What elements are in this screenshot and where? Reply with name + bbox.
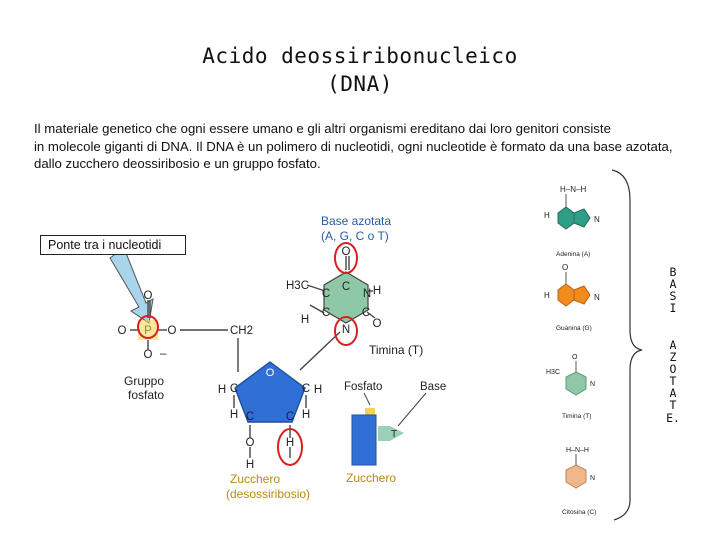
phosphate-label-2: fosfato: [128, 388, 164, 402]
svg-text:N: N: [342, 324, 350, 336]
svg-text:O: O: [373, 318, 382, 330]
svg-text:O: O: [118, 325, 127, 337]
side-letter: A: [669, 338, 677, 352]
phosphate-group: [138, 320, 158, 340]
side-letter: B: [669, 265, 677, 279]
h3c-label: H3C: [286, 280, 309, 292]
sugar-label-2: (desossiribosio): [226, 487, 310, 501]
svg-text:O: O: [266, 367, 275, 379]
sugar-label-1: Zucchero: [230, 472, 280, 486]
svg-text:C: C: [246, 411, 254, 423]
side-letter: A: [669, 277, 677, 292]
guanine-structure: H N O Guanina (G): [544, 263, 600, 332]
cytosine-structure: H–N–H N Citosina (C): [562, 447, 596, 516]
svg-text:H: H: [218, 384, 226, 396]
side-letter: T: [669, 398, 677, 413]
curly-brace-icon: [611, 169, 643, 521]
base-label-2: (A, G, C o T): [321, 229, 389, 243]
intro-line-3: dallo zucchero deossiribosio e un gruppo…: [34, 156, 321, 171]
side-letter: Z: [669, 350, 677, 365]
guanine-label: Guanina (G): [556, 325, 592, 332]
svg-text:N: N: [590, 475, 595, 482]
highlight-circles: [137, 242, 358, 466]
svg-text:N: N: [594, 293, 600, 302]
base-label-1: Base azotata: [321, 214, 391, 228]
svg-text:H: H: [314, 384, 322, 396]
pointer-arrow-icon: [109, 247, 154, 324]
nucleotide-legend: T: [351, 392, 427, 466]
svg-text:C: C: [342, 281, 350, 293]
legend-phosphate-label: Fosfato: [344, 381, 382, 393]
deoxyribose-ring: O: [234, 361, 306, 423]
title-line-2: (DNA): [327, 72, 393, 96]
ch2-label: CH2: [230, 325, 253, 337]
svg-text:H–N–H: H–N–H: [566, 447, 589, 454]
svg-text:N: N: [363, 288, 371, 300]
svg-text:O: O: [572, 354, 578, 361]
intro-paragraph: Il materiale genetico che ogni essere um…: [34, 120, 718, 173]
side-label-basi: B A S I: [666, 266, 680, 314]
svg-text:C: C: [230, 383, 238, 395]
svg-text:O: O: [246, 437, 255, 449]
diagram-text: Base azotata (A, G, C o T) Timina (T) Gr…: [124, 214, 446, 501]
svg-text:H: H: [230, 409, 238, 421]
adenine-label: Adenina (A): [556, 251, 590, 258]
svg-text:O: O: [144, 349, 153, 361]
page-title: Acido deossiribonucleico (DNA): [0, 42, 720, 98]
svg-text:H–N–H: H–N–H: [560, 185, 586, 194]
svg-text:O: O: [342, 246, 351, 258]
thymine-ring: [323, 271, 369, 324]
legend-sugar-label: Zucchero: [346, 471, 396, 485]
intro-line-1: Il materiale genetico che ogni essere um…: [34, 121, 611, 136]
side-letter: O: [669, 362, 677, 377]
side-letter: E.: [666, 410, 680, 425]
svg-text:O: O: [562, 263, 568, 272]
svg-text:H: H: [302, 409, 310, 421]
thymine-base-label: Timina (T): [562, 413, 591, 420]
svg-text:H: H: [286, 437, 294, 449]
svg-text:H: H: [373, 285, 381, 297]
svg-text:C: C: [322, 288, 330, 300]
phosphate-label-1: Gruppo: [124, 374, 164, 388]
svg-text:C: C: [322, 307, 330, 319]
thymine-label: Timina (T): [369, 343, 423, 357]
cytosine-label: Citosina (C): [562, 509, 596, 516]
svg-text:H: H: [301, 314, 309, 326]
svg-text:H3C: H3C: [546, 369, 560, 376]
legend-base-label: Base: [420, 381, 446, 393]
side-letter: S: [669, 289, 677, 304]
svg-text:H: H: [246, 459, 254, 471]
title-line-1: Acido deossiribonucleico: [202, 44, 518, 68]
svg-text:N: N: [594, 215, 600, 224]
thymine-structure: H3C O N Timina (T): [546, 354, 595, 420]
side-label-azotate: A Z O T A T E.: [666, 339, 680, 424]
callout-label: Ponte tra i nucleotidi: [40, 235, 186, 255]
legend-t-label: T: [391, 429, 397, 440]
svg-text:C: C: [286, 411, 294, 423]
adenine-structure: H N H–N–H Adenina (A): [544, 185, 600, 258]
svg-text:N: N: [590, 381, 595, 388]
intro-line-2: in molecole giganti di DNA. Il DNA è un …: [34, 138, 673, 154]
svg-text:O: O: [144, 290, 153, 302]
svg-text:C: C: [362, 307, 370, 319]
svg-text:H: H: [544, 211, 550, 220]
side-letter: T: [669, 374, 677, 389]
side-letter: I: [669, 301, 677, 316]
svg-text:–: –: [160, 348, 167, 360]
svg-text:O: O: [168, 325, 177, 337]
svg-text:C: C: [302, 383, 310, 395]
svg-text:H: H: [544, 291, 550, 300]
side-letter: A: [669, 386, 677, 401]
